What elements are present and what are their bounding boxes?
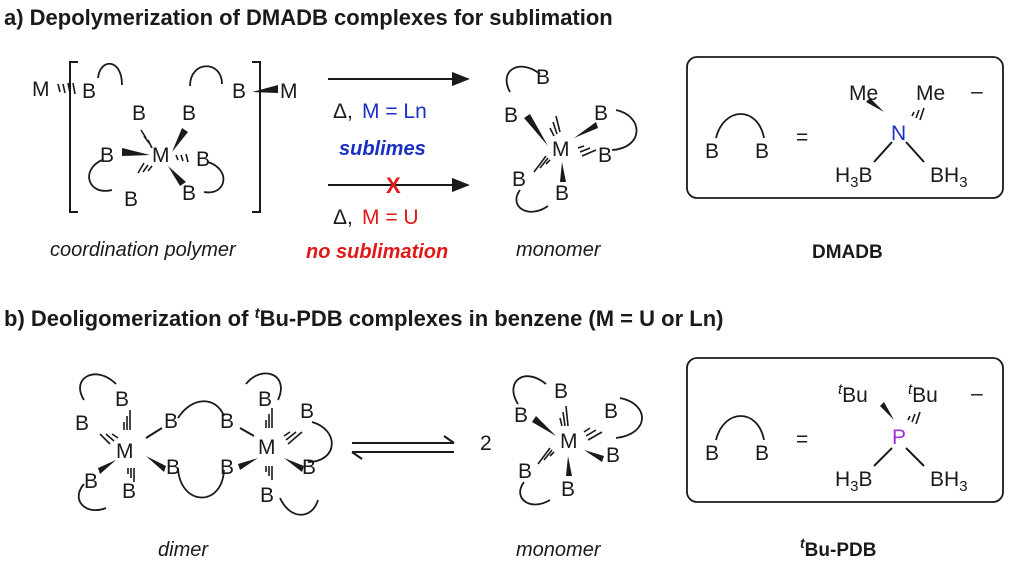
dimer-metal-left: M — [116, 440, 134, 463]
dimer-boron: B — [302, 456, 316, 479]
tbu-pdb-h3b: H3B — [835, 468, 873, 495]
dmadb-h3b: H3B — [835, 164, 873, 191]
arrow-bottom-delta: Δ, — [333, 206, 353, 229]
monomer-b-boron: B — [518, 460, 532, 483]
polymer-boron: B — [82, 80, 96, 103]
dmadb-boron: B — [705, 140, 719, 163]
dimer-boron: B — [166, 456, 180, 479]
polymer-caption: coordination polymer — [50, 239, 237, 261]
dmadb-bonds — [866, 98, 925, 163]
monomer-b-caption: monomer — [516, 539, 602, 561]
tbu-pdb-bh3: BH3 — [930, 468, 968, 495]
dimer-boron: B — [220, 456, 234, 479]
polymer-metal-center: M — [152, 144, 170, 167]
dmadb-bh3: BH3 — [930, 164, 968, 191]
dmadb-name: DMADB — [812, 242, 883, 263]
monomer-a-boron: B — [504, 104, 518, 127]
arrow-bottom-result: no sublimation — [306, 241, 448, 263]
dmadb-equals: = — [796, 126, 808, 149]
tbu-pdb-bite-arc — [715, 415, 765, 441]
dimer-boron: B — [115, 388, 129, 411]
section-b-title: b) Deoligomerization of tBu-PDB complexe… — [4, 305, 723, 331]
section-a-title: a) Depolymerization of DMADB complexes f… — [4, 5, 613, 30]
monomer-a-boron: B — [594, 102, 608, 125]
coefficient: 2 — [480, 432, 492, 455]
polymer-boron: B — [182, 182, 196, 205]
monomer-a-metal: M — [552, 138, 570, 161]
tbu-pdb-boron: B — [755, 442, 769, 465]
monomer-b-boron: B — [606, 444, 620, 467]
polymer-brackets — [69, 61, 261, 213]
monomer-a-boron: B — [512, 168, 526, 191]
tbu-pdb-tbu-left: tBu — [838, 381, 868, 407]
monomer-b-boron: B — [514, 404, 528, 427]
dimer-bonds — [77, 372, 333, 516]
polymer-bonds — [57, 62, 278, 194]
dimer-boron: B — [300, 400, 314, 423]
dimer-boron: B — [220, 410, 234, 433]
monomer-a-bonds — [505, 65, 638, 213]
polymer-boron: B — [100, 144, 114, 167]
tbu-pdb-boron: B — [705, 442, 719, 465]
dmadb-me-left: Me — [849, 82, 878, 105]
dmadb-bite-arc — [715, 113, 765, 139]
dimer-boron: B — [258, 388, 272, 411]
monomer-b-boron: B — [604, 400, 618, 423]
arrow-top-metal: M = Ln — [362, 100, 427, 123]
polymer-boron: B — [124, 188, 138, 211]
monomer-b-boron: B — [561, 478, 575, 501]
dimer-boron: B — [260, 484, 274, 507]
polymer-boron: B — [182, 102, 196, 125]
monomer-a-boron: B — [598, 144, 612, 167]
tbu-pdb-charge: – — [971, 382, 983, 405]
tbu-pdb-box — [686, 357, 1004, 503]
dmadb-charge: – — [971, 80, 983, 103]
monomer-b-metal: M — [560, 430, 578, 453]
polymer-metal-right: M — [280, 80, 298, 103]
tbu-pdb-tbu-right: tBu — [908, 381, 938, 407]
equilibrium-arrows — [351, 435, 455, 460]
monomer-b-boron: B — [554, 380, 568, 403]
dimer-boron: B — [84, 470, 98, 493]
dimer-caption: dimer — [158, 539, 209, 561]
arrow-bottom-metal: M = U — [362, 206, 419, 229]
dimer-metal-right: M — [258, 436, 276, 459]
polymer-boron: B — [132, 102, 146, 125]
dimer-boron: B — [75, 412, 89, 435]
polymer-metal-left: M — [32, 78, 50, 101]
dimer-boron: B — [164, 410, 178, 433]
monomer-b-bonds — [512, 375, 643, 506]
tbu-pdb-phosphorus: P — [892, 426, 906, 449]
polymer-boron: B — [196, 148, 210, 171]
arrow-top-delta: Δ, — [333, 100, 353, 123]
monomer-a-boron: B — [536, 66, 550, 89]
dmadb-boron: B — [755, 140, 769, 163]
tbu-pdb-equals: = — [796, 428, 808, 451]
dimer-boron: B — [122, 480, 136, 503]
tbu-pdb-name: tBu-PDB — [800, 535, 876, 561]
dmadb-box — [686, 56, 1004, 199]
monomer-a-boron: B — [555, 182, 569, 205]
arrow-cross-mark: X — [386, 173, 401, 198]
arrow-top-result: sublimes — [339, 138, 426, 160]
dmadb-nitrogen: N — [891, 122, 906, 145]
dmadb-me-right: Me — [916, 82, 945, 105]
tbu-pdb-bonds — [873, 402, 925, 467]
polymer-boron: B — [232, 80, 246, 103]
monomer-a-caption: monomer — [516, 239, 602, 261]
